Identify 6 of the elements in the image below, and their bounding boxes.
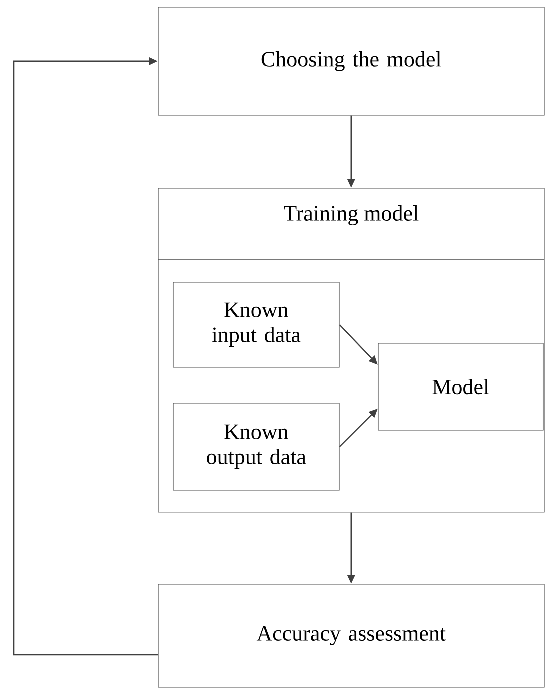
data-box: Known output data bbox=[173, 403, 340, 491]
process-box: Accuracy assessment bbox=[158, 584, 545, 688]
data-box: Model bbox=[378, 343, 544, 431]
arrow bbox=[13, 57, 158, 656]
data-box: Known input data bbox=[173, 282, 340, 368]
process-box: Choosing the model bbox=[158, 7, 545, 116]
